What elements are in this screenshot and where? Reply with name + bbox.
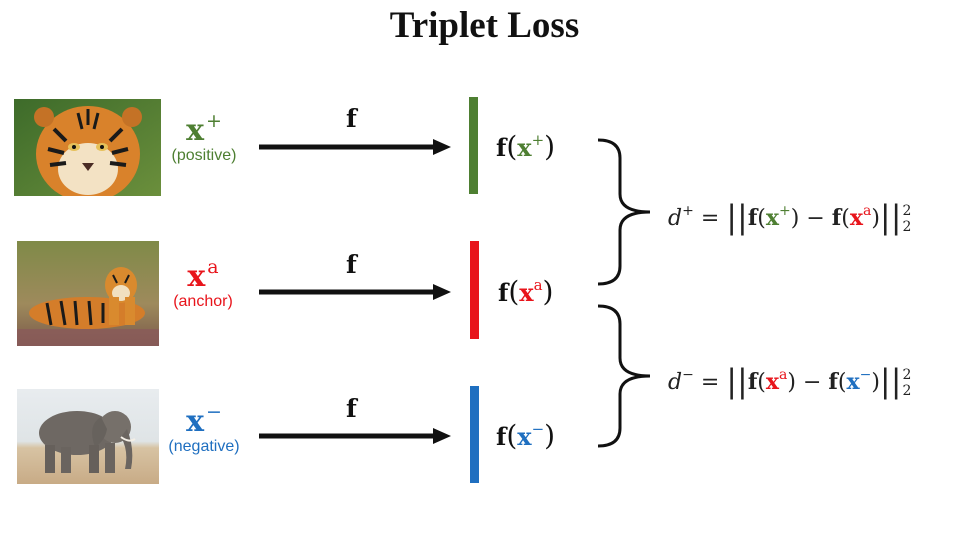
positive-label: x+ (positive)	[159, 112, 249, 165]
embedding-output-anchor: f(xa)	[498, 275, 554, 308]
function-label-anchor: f	[346, 250, 357, 279]
negative-caption: (negative)	[168, 438, 240, 455]
embedding-output-positive: f(x+)	[496, 130, 556, 163]
embedding-bar-negative	[470, 386, 479, 483]
positive-caption: (positive)	[171, 147, 237, 164]
brace-positive-anchor	[597, 138, 651, 286]
arrow-positive	[259, 139, 451, 155]
function-label-negative: f	[346, 394, 357, 423]
negative-label: x− (negative)	[159, 403, 249, 456]
diagram-title: Triplet Loss	[389, 5, 580, 46]
anchor-caption: (anchor)	[173, 293, 233, 310]
elephant-photo	[17, 389, 159, 484]
lying-tiger-photo	[17, 241, 159, 346]
embedding-bar-anchor	[470, 241, 479, 339]
tiger-face-photo	[14, 99, 161, 196]
embedding-output-negative: f(x−)	[496, 419, 556, 452]
arrow-anchor	[259, 284, 451, 300]
arrow-negative	[259, 428, 451, 444]
embedding-bar-positive	[469, 97, 478, 194]
brace-anchor-negative	[597, 304, 651, 448]
function-label-positive: f	[346, 104, 357, 133]
